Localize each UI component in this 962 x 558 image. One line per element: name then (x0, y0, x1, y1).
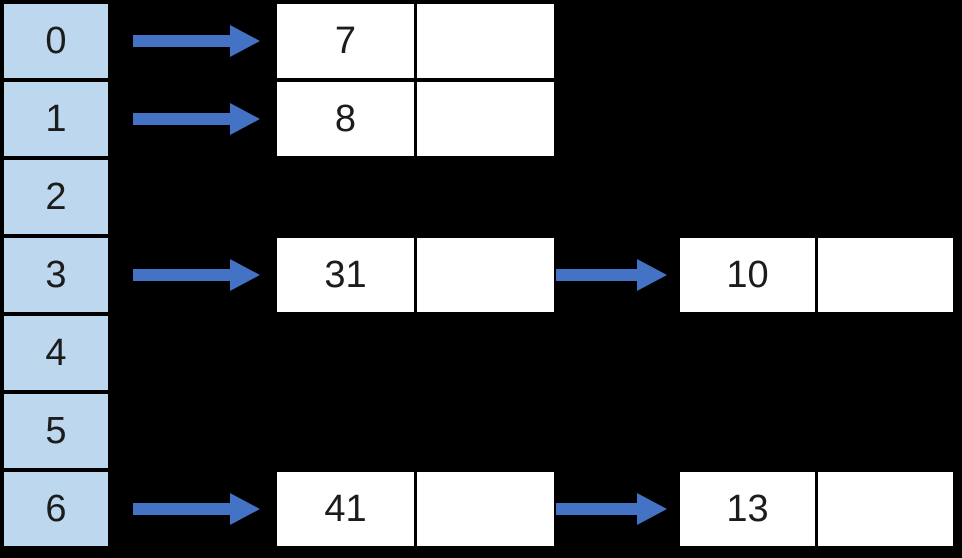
bucket-cell-4: 4 (2, 314, 110, 392)
node-next-pointer (417, 472, 554, 546)
node-bucket3-2: 10 (678, 236, 955, 314)
bucket-index-4: 4 (45, 331, 67, 374)
node-bucket3-1: 31 (275, 236, 556, 314)
bucket-index-2: 2 (45, 175, 67, 218)
node-value: 10 (680, 238, 818, 312)
bucket-index-1: 1 (45, 97, 67, 140)
arrow-icon-bucket3 (133, 259, 260, 291)
arrow-icon-bucket3-next (540, 259, 667, 291)
node-value: 41 (277, 472, 417, 546)
arrow-icon-bucket6-next (540, 493, 667, 525)
node-value: 31 (277, 238, 417, 312)
bucket-cell-1: 1 (2, 80, 110, 158)
node-next-pointer (417, 238, 554, 312)
node-bucket1-1: 8 (275, 80, 556, 158)
bucket-index-5: 5 (45, 409, 67, 452)
node-next-pointer (818, 238, 953, 312)
arrow-icon-bucket1 (133, 103, 260, 135)
bucket-cell-0: 0 (2, 2, 110, 80)
bucket-cell-2: 2 (2, 158, 110, 236)
bucket-cell-6: 6 (2, 470, 110, 548)
node-bucket6-1: 41 (275, 470, 556, 548)
node-value: 7 (277, 4, 417, 78)
node-bucket0-1: 7 (275, 2, 556, 80)
node-next-pointer (417, 4, 554, 78)
node-next-pointer (417, 82, 554, 156)
node-bucket6-2: 13 (678, 470, 955, 548)
bucket-index-3: 3 (45, 253, 67, 296)
arrow-icon-bucket0 (133, 25, 260, 57)
arrow-icon-bucket6 (133, 493, 260, 525)
node-next-pointer (818, 472, 953, 546)
bucket-cell-5: 5 (2, 392, 110, 470)
bucket-index-6: 6 (45, 487, 67, 530)
node-value: 8 (277, 82, 417, 156)
bucket-cell-3: 3 (2, 236, 110, 314)
node-value: 13 (680, 472, 818, 546)
bucket-index-0: 0 (45, 19, 67, 62)
